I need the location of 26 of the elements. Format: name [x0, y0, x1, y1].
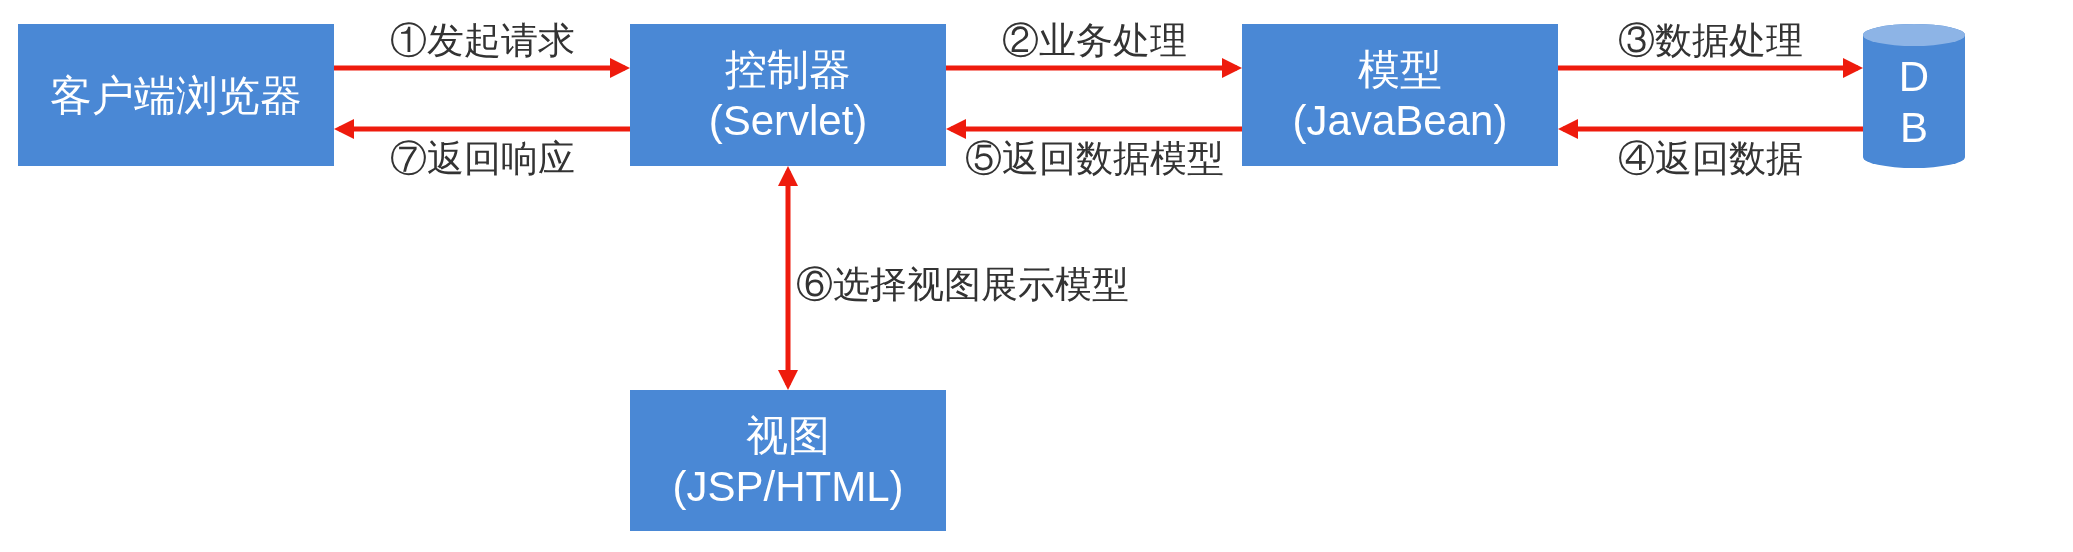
edge-label: ⑦返回响应: [389, 137, 575, 181]
technology-label: (Servlet): [708, 96, 868, 146]
component-box: [630, 390, 946, 531]
edge-label: ②业务处理: [1001, 19, 1187, 63]
arrow: [1558, 119, 1863, 139]
edge-label: ⑥选择视图展示模型: [796, 263, 1129, 307]
technology-label: (JavaBean): [1292, 96, 1508, 146]
component-name: 客户端浏览器: [50, 70, 302, 121]
edge-label: ③数据处理: [1618, 19, 1803, 63]
arrow: [946, 58, 1242, 78]
component-box: [630, 24, 946, 166]
arrow: [1558, 58, 1863, 78]
edge-label: ⑤返回数据模型: [964, 137, 1224, 181]
arrow: [778, 166, 798, 390]
component-name: 模型: [1358, 45, 1442, 95]
component-box: [18, 24, 334, 166]
arrow: [334, 119, 630, 139]
edge-label: ①发起请求: [389, 19, 575, 63]
component-name: 控制器: [725, 45, 851, 95]
technology-label: (JSP/HTML): [672, 461, 904, 512]
database-label: DB: [1898, 52, 1930, 153]
component-name: 视图: [746, 410, 830, 461]
edge-label: ④返回数据: [1618, 137, 1803, 181]
component-box: [1242, 24, 1558, 166]
arrow: [946, 119, 1242, 139]
arrow: [334, 58, 630, 78]
